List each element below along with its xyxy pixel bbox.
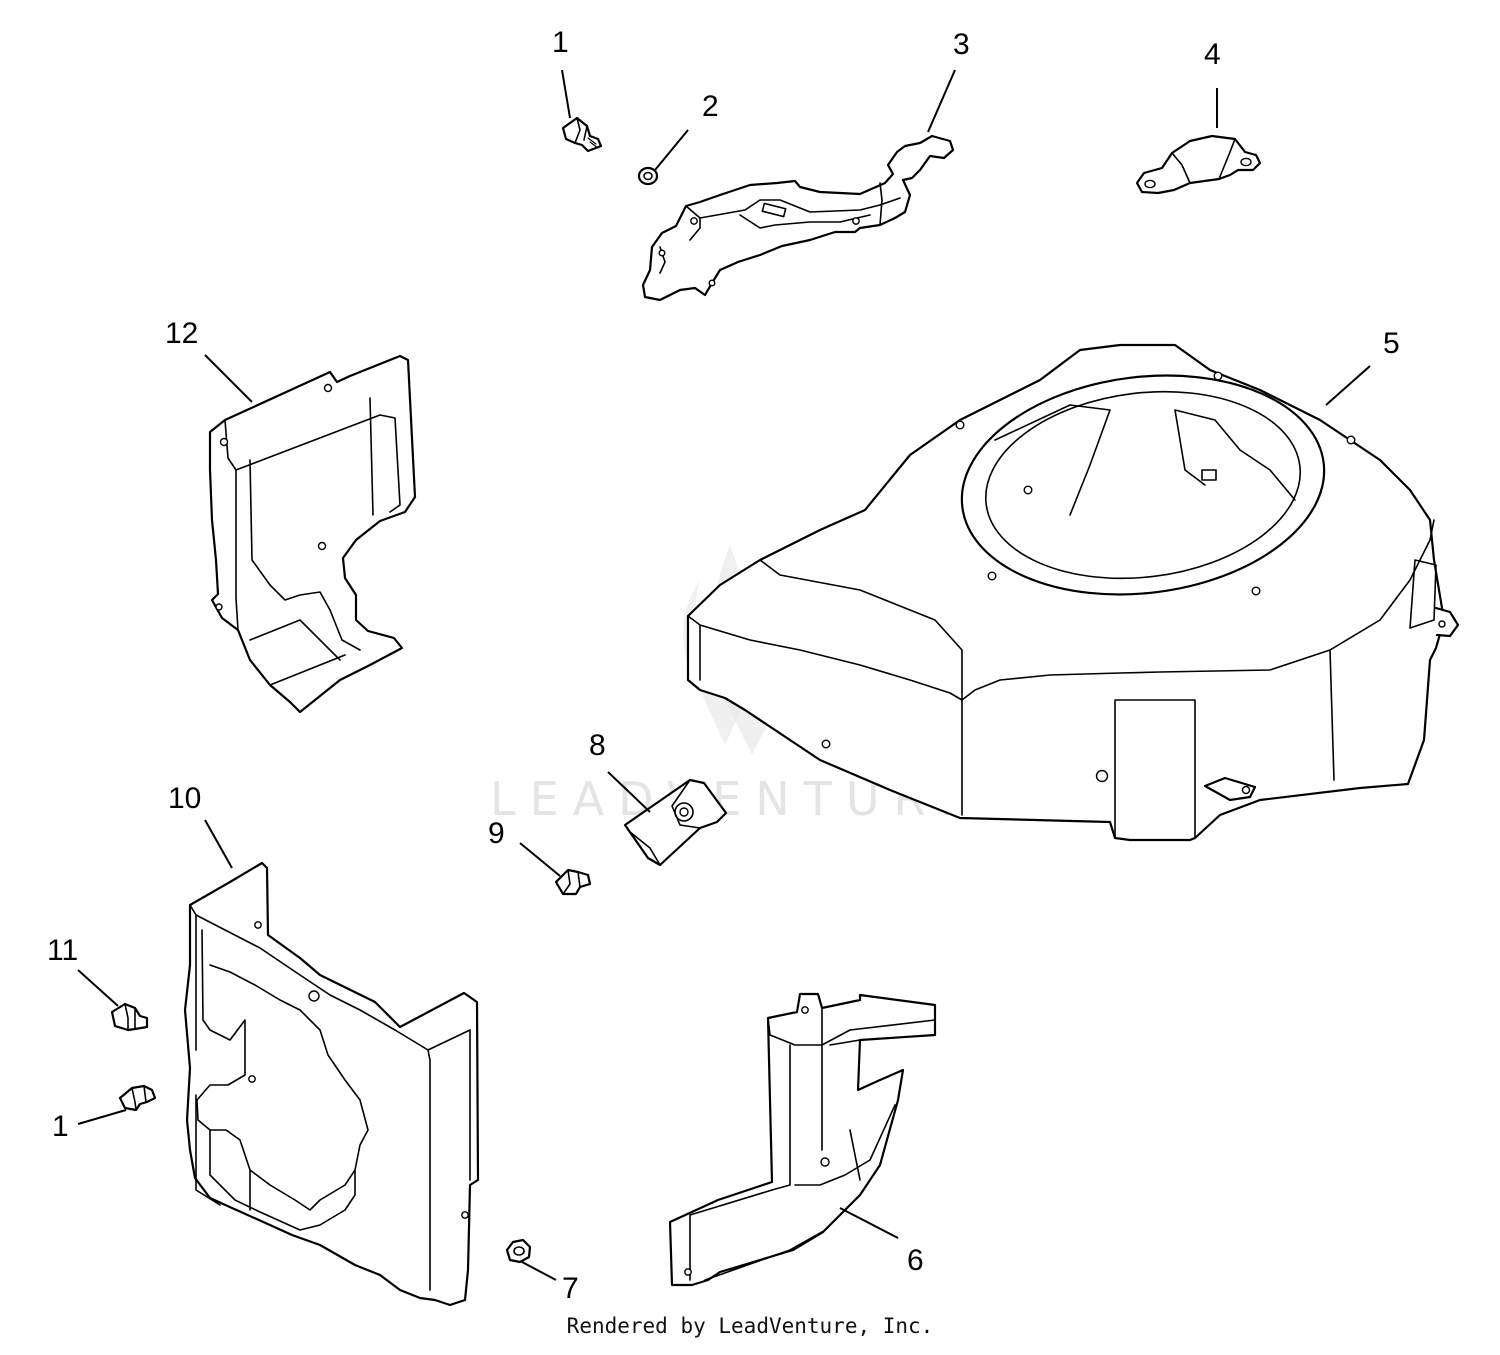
callout-1-top: 1 — [552, 26, 569, 59]
callout-numbers: 1 2 3 4 5 6 7 8 9 10 11 1 12 — [47, 26, 1400, 1305]
credit-footer: Rendered by LeadVenture, Inc. — [566, 1314, 934, 1338]
callout-6: 6 — [907, 1244, 924, 1277]
callout-7: 7 — [562, 1272, 579, 1305]
part-7-nut[interactable] — [505, 1238, 532, 1264]
callout-8: 8 — [589, 729, 606, 762]
part-4-clamp[interactable] — [1135, 134, 1262, 195]
callout-9: 9 — [488, 817, 505, 850]
part-11-screw[interactable] — [110, 1002, 149, 1032]
part-9-screw[interactable] — [554, 868, 592, 896]
part-10-shroud[interactable] — [183, 861, 480, 1307]
callout-3: 3 — [953, 28, 970, 61]
part-12-side-shield[interactable] — [208, 354, 417, 714]
part-2-nut[interactable] — [637, 166, 659, 186]
part-5-blower-housing[interactable] — [686, 343, 1460, 842]
part-1-bolt-left[interactable] — [118, 1084, 157, 1112]
callout-11: 11 — [47, 934, 78, 967]
callout-2: 2 — [702, 90, 719, 123]
callout-5: 5 — [1383, 327, 1400, 360]
callout-4: 4 — [1204, 38, 1221, 71]
callout-12: 12 — [165, 317, 198, 350]
part-6-baffle[interactable] — [668, 992, 937, 1287]
callout-1-left: 1 — [52, 1110, 69, 1143]
leader-lines — [77, 69, 1371, 1281]
part-8-clip[interactable] — [623, 778, 728, 867]
callout-10: 10 — [168, 782, 201, 815]
part-1-bolt-top[interactable] — [561, 116, 603, 153]
part-3-bracket[interactable] — [641, 134, 955, 302]
